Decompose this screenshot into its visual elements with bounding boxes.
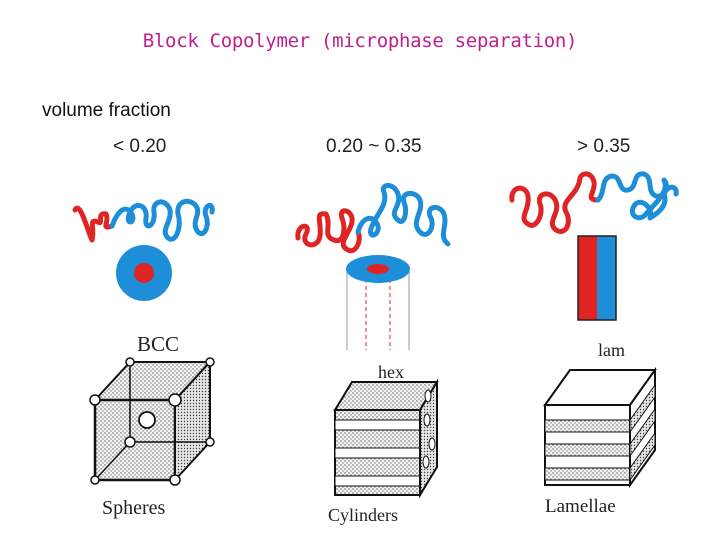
lamellae-block — [543, 366, 657, 489]
morphology-label-hex: hex — [378, 362, 404, 382]
morphology-label-bcc: BCC — [137, 332, 180, 356]
fraction-cylinders: 0.20 ~ 0.35 — [326, 136, 422, 157]
bcc-cube — [89, 357, 215, 486]
page-title: Block Copolymer (microphase separation) — [142, 30, 578, 52]
chain-lamellae — [509, 171, 679, 234]
chain-spheres — [72, 198, 215, 243]
volume-fraction-label: volume fraction — [42, 100, 171, 121]
sphere-micelle — [116, 245, 172, 301]
structure-label-lamellae: Lamellae — [545, 496, 616, 517]
structure-label-spheres: Spheres — [102, 497, 166, 519]
chain-cylinders — [295, 183, 451, 254]
cylinder-micelle — [346, 255, 410, 350]
hex-block — [333, 378, 439, 499]
structure-label-cylinders: Cylinders — [328, 505, 398, 525]
morphology-label-lam: lam — [598, 340, 625, 360]
fraction-lamellae: > 0.35 — [577, 136, 631, 157]
lamella-bilayer — [577, 235, 617, 321]
fraction-spheres: < 0.20 — [113, 136, 167, 157]
